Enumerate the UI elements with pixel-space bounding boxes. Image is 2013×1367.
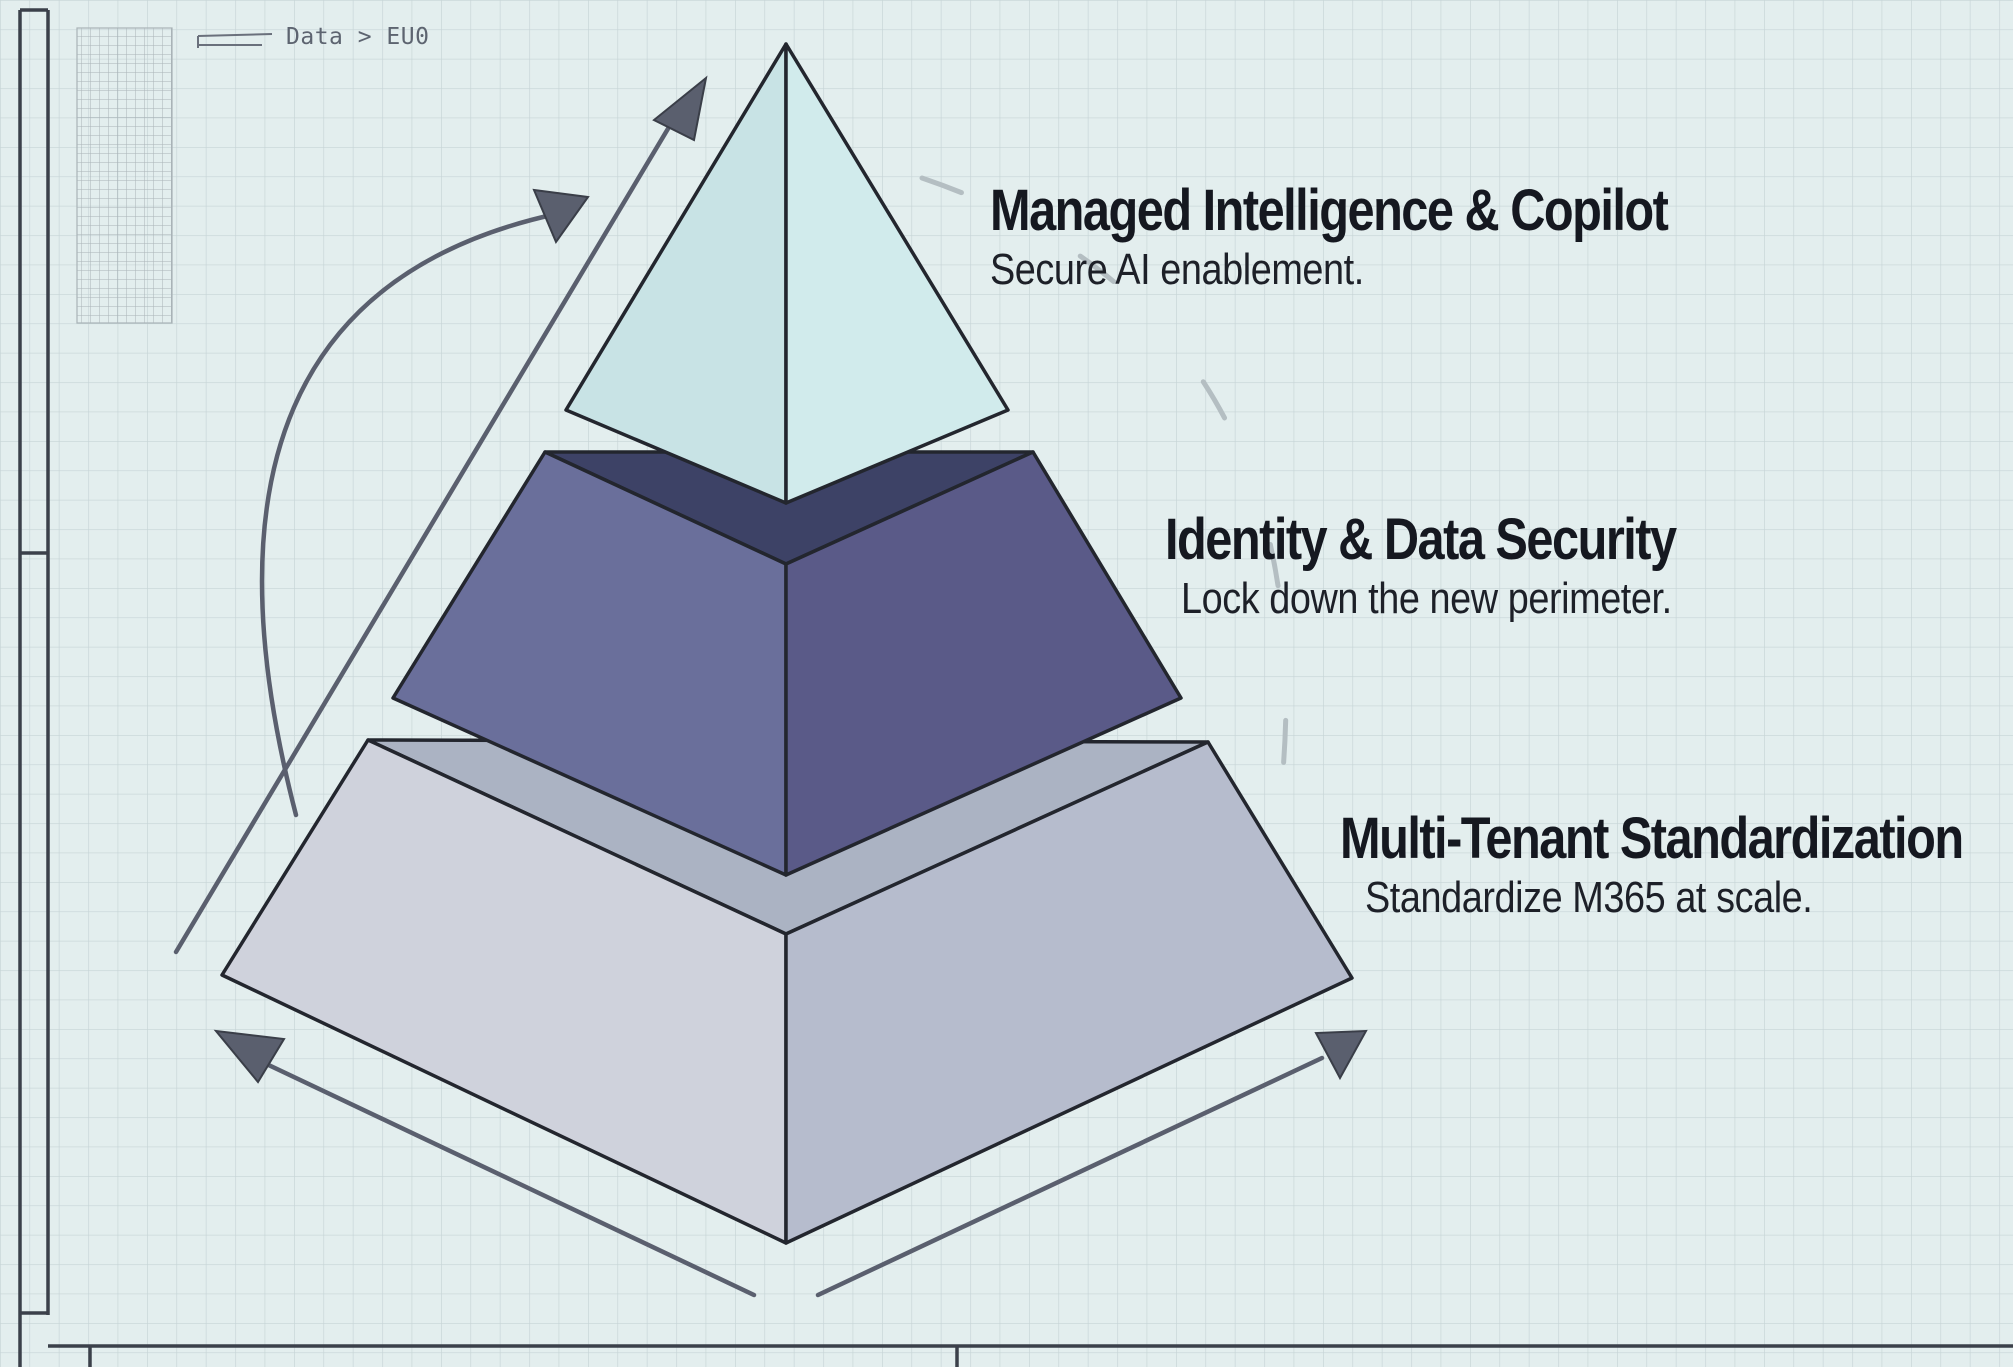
- middle-layer-subtitle: Lock down the new perimeter.: [1181, 574, 1672, 623]
- bottom-layer-right-face: [784, 740, 1354, 1245]
- mini-grid-swatch: [76, 27, 173, 324]
- middle-layer-right-face: [784, 450, 1183, 877]
- curved-arrow: [259, 188, 590, 818]
- middle-layer: [391, 450, 1183, 877]
- top-layer-subtitle: Secure AI enablement.: [990, 245, 1364, 294]
- growth-arrow: [173, 75, 708, 955]
- breadcrumb-lines-icon: [197, 33, 273, 48]
- top-layer-right-face: [784, 42, 1010, 505]
- breadcrumb: Data > EU0: [286, 24, 430, 50]
- middle-layer-label: Identity & Data Security Lock down the n…: [1165, 507, 1773, 625]
- bottom-layer-title: Multi-Tenant Standardization: [1340, 806, 1964, 871]
- frame-lines: [18, 8, 2013, 1367]
- connector-arc: [919, 175, 1289, 823]
- base-arrow-left: [213, 1029, 757, 1298]
- base-arrow-right: [815, 1029, 1368, 1298]
- top-layer-title: Managed Intelligence & Copilot: [990, 178, 1669, 243]
- middle-layer-title: Identity & Data Security: [1165, 507, 1677, 572]
- top-layer: [564, 42, 1010, 505]
- top-layer-label: Managed Intelligence & Copilot Secure AI…: [990, 178, 1796, 296]
- bottom-layer-label: Multi-Tenant Standardization Standardize…: [1340, 806, 2013, 924]
- bottom-layer-subtitle: Standardize M365 at scale.: [1365, 873, 1813, 922]
